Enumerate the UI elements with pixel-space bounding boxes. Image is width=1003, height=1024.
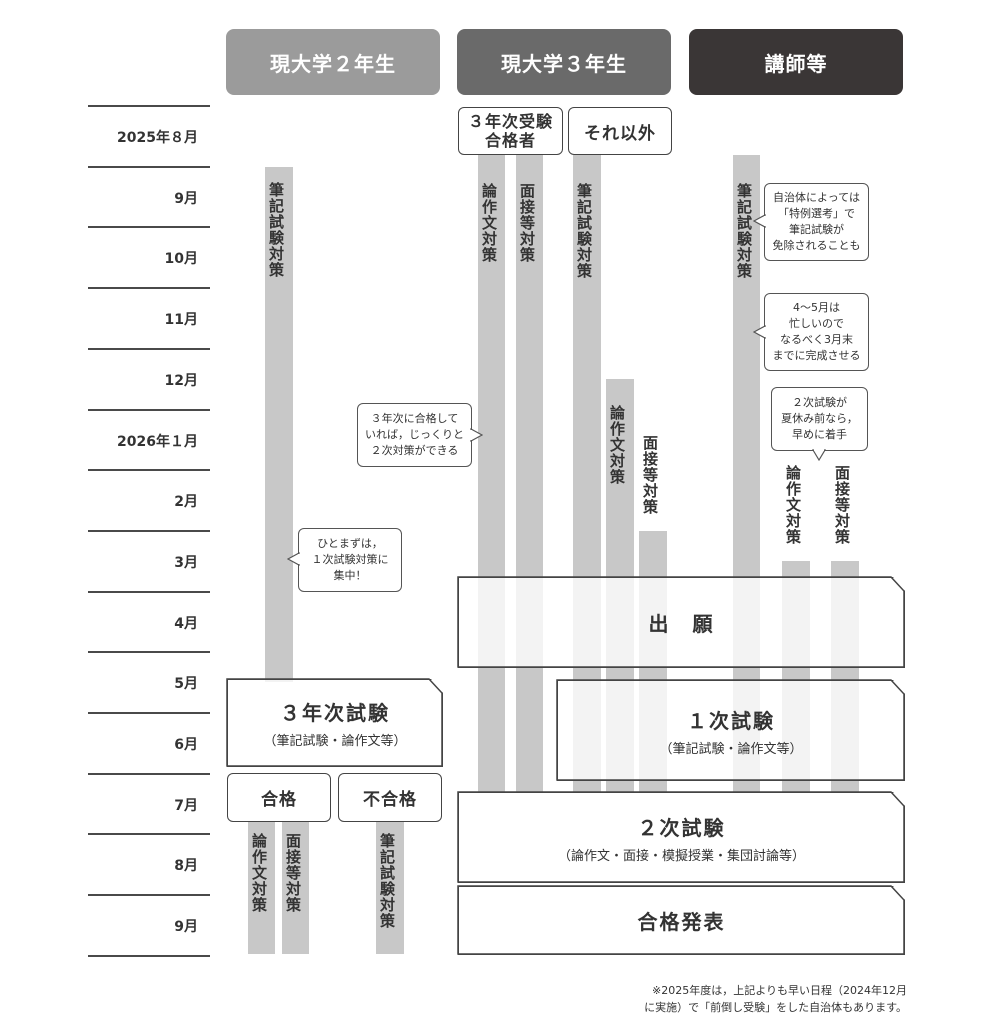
application-box: 出 願 — [458, 577, 905, 668]
month-label: 2025年８月 — [117, 130, 198, 146]
month-divider — [88, 894, 210, 897]
bubble-early-second: ２次試験が 夏休み前なら， 早めに着手 — [771, 387, 868, 451]
bubble-first-focus-text: ひとまずは， １次試験対策に 集中！ — [311, 537, 389, 582]
fail-box: 不合格 — [338, 773, 442, 822]
subheader-others: それ以外 — [568, 107, 672, 155]
first-exam-title: １次試験 — [687, 708, 775, 733]
result-box: 合格発表 — [458, 886, 905, 955]
label-g3p-interview: 面接等対策 — [518, 183, 536, 263]
bubble-first-focus: ひとまずは， １次試験対策に 集中！ — [298, 528, 402, 592]
label-fail-written: 筆記試験対策 — [378, 833, 396, 929]
bar-g3p-essay — [478, 155, 505, 792]
label-pass-interview: 面接等対策 — [284, 833, 302, 913]
label-lec-interview: 面接等対策 — [833, 465, 851, 545]
first-exam-box: １次試験 （筆記試験・論作文等） — [557, 680, 905, 781]
month-divider — [88, 165, 210, 168]
label-g3o-essay: 論作文対策 — [608, 405, 626, 485]
bar-pass-interview — [282, 820, 309, 954]
bubble-exemption-text: 自治体によっては 「特例選考」で 筆記試験が 免除されることも — [772, 191, 861, 252]
second-exam-title: ２次試験 — [637, 815, 726, 840]
month-divider — [88, 590, 210, 593]
month-label: 11月 — [164, 312, 198, 329]
first-exam-sub: （筆記試験・論作文等） — [659, 741, 803, 757]
header-lecturer: 講師等 — [689, 29, 903, 95]
bubble-exemption: 自治体によっては 「特例選考」で 筆記試験が 免除されることも — [764, 183, 869, 261]
month-label: 3月 — [174, 554, 198, 571]
bar-pass-essay — [248, 820, 275, 954]
month-label: 2月 — [174, 494, 198, 511]
bubble-complete-by-march-text: 4〜5月は 忙しいので なるべく3月末 までに完成させる — [772, 301, 861, 362]
bubble-early-second-text: ２次試験が 夏休み前なら， 早めに着手 — [781, 396, 858, 441]
bubble-complete-by-march: 4〜5月は 忙しいので なるべく3月末 までに完成させる — [764, 293, 869, 371]
month-label: 6月 — [174, 737, 198, 753]
label-lec-written: 筆記試験対策 — [735, 183, 753, 279]
bubble-exemption-tail — [753, 214, 766, 228]
month-label: 12月 — [164, 372, 198, 389]
label-g2-written: 筆記試験対策 — [267, 182, 285, 278]
month-label: 5月 — [174, 676, 198, 693]
application-label: 出 願 — [648, 612, 715, 636]
label-pass-essay: 論作文対策 — [250, 833, 268, 913]
subheader-passed-3rd-label: ３年次受験 合格者 — [467, 112, 553, 150]
month-label: 9月 — [174, 919, 198, 936]
bar-fail-written — [376, 820, 404, 954]
month-divider — [88, 833, 210, 836]
pass-label: 合格 — [261, 790, 297, 810]
bubble-passed-3rd: ３年次に合格して いれば，じっくりと ２次対策ができる — [357, 403, 472, 467]
month-divider — [88, 772, 210, 775]
label-lec-essay: 論作文対策 — [784, 465, 802, 545]
subheader-others-label: それ以外 — [584, 123, 656, 144]
result-label: 合格発表 — [637, 910, 726, 934]
month-divider — [88, 954, 210, 957]
third-year-exam-title: ３年次試験 — [280, 701, 390, 725]
label-g3p-essay: 論作文対策 — [480, 183, 498, 263]
bar-g2-written — [265, 167, 293, 682]
bubble-first-focus-tail — [287, 552, 300, 566]
month-divider — [88, 226, 210, 229]
month-divider — [88, 287, 210, 290]
label-g3o-written: 筆記試験対策 — [575, 183, 593, 279]
month-label: 9月 — [174, 190, 198, 207]
third-year-exam-sub: （筆記試験・論作文等） — [263, 734, 407, 749]
bubble-passed-3rd-tail — [470, 428, 483, 442]
month-divider — [88, 712, 210, 714]
month-label: 10月 — [164, 251, 198, 268]
fail-label: 不合格 — [363, 790, 417, 810]
month-divider — [88, 651, 210, 654]
month-divider — [88, 347, 210, 350]
pass-box: 合格 — [227, 773, 331, 822]
month-label: 4月 — [174, 615, 198, 632]
bubble-complete-by-march-tail — [753, 325, 766, 339]
month-label: 7月 — [174, 797, 198, 814]
subheader-passed-3rd: ３年次受験 合格者 — [458, 107, 563, 155]
month-divider — [88, 105, 210, 107]
bubble-early-second-tail — [812, 449, 826, 461]
second-exam-sub: （論作文・面接・模擬授業・集団討論等） — [557, 848, 805, 864]
month-divider — [88, 529, 210, 532]
month-label: 2026年１月 — [117, 433, 198, 450]
month-label: 8月 — [174, 858, 198, 875]
third-year-exam-box: ３年次試験 （筆記試験・論作文等） — [227, 679, 443, 767]
bar-g3p-interview — [516, 155, 543, 792]
header-grade3: 現大学３年生 — [457, 29, 671, 95]
month-divider — [88, 408, 210, 411]
second-exam-box: ２次試験 （論作文・面接・模擬授業・集団討論等） — [458, 792, 905, 883]
footnote: ※2025年度は，上記よりも早い日程（2024年12月 に実施）で「前倒し受験」… — [644, 984, 907, 1014]
header-grade2: 現大学２年生 — [226, 29, 440, 95]
bubble-passed-3rd-text: ３年次に合格して いれば，じっくりと ２次対策ができる — [365, 412, 464, 457]
label-g3o-interview: 面接等対策 — [641, 435, 659, 515]
month-divider — [88, 469, 210, 472]
